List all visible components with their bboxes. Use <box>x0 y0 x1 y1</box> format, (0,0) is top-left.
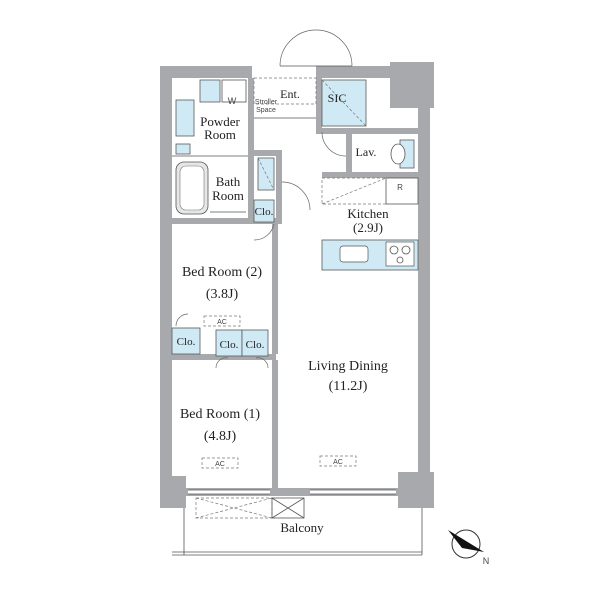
wall-lav-bottom <box>322 172 418 178</box>
compass: N <box>448 529 490 566</box>
label-closet-bedroom1-a: Clo. <box>220 339 239 351</box>
wall-bath-bedroom2 <box>172 218 276 224</box>
label-ac-bedroom1: AC <box>215 461 225 468</box>
wall-left <box>160 66 172 506</box>
wall-bedroom2-bedroom1 <box>172 354 276 360</box>
windows <box>188 489 396 495</box>
label-fridge: R <box>397 183 403 192</box>
wall-hall-cabinet <box>254 150 280 156</box>
wall-bottom <box>172 488 418 496</box>
wall-bedroom2-right <box>272 224 278 354</box>
label-bedroom2-2: (3.8J) <box>206 287 239 302</box>
label-bedroom1-2: (4.8J) <box>204 429 237 444</box>
label-closet-bedroom1-b: Clo. <box>246 339 265 351</box>
label-entrance: Ent. <box>280 87 300 101</box>
closet-bedroom1-b <box>241 329 269 357</box>
wall-sic-left <box>316 78 322 128</box>
label-stroller-1: Stroller <box>255 99 278 106</box>
powder-room <box>172 79 248 157</box>
balcony-unit <box>271 497 305 519</box>
compass-needle-icon <box>448 530 484 552</box>
kitchen-upper-cabinet <box>321 177 387 205</box>
label-kitchen-2: (2.9J) <box>353 220 383 235</box>
ac-unit-living <box>319 455 357 467</box>
wall-hall-right <box>276 150 282 224</box>
entrance-door <box>253 29 353 119</box>
bath-room <box>175 161 246 215</box>
toilet-bowl <box>390 143 406 165</box>
walls <box>160 62 434 508</box>
compass-label: N <box>483 556 490 566</box>
label-stroller-2: Space <box>256 107 276 114</box>
label-balcony: Balcony <box>280 520 324 535</box>
bedroom-closets <box>171 313 269 369</box>
kitchen-sink <box>339 245 369 263</box>
wall-core-left <box>248 78 254 224</box>
label-sic: SIC <box>328 91 347 105</box>
hall-closet <box>253 199 275 223</box>
washer-pan <box>199 79 221 103</box>
ac-unit-bedroom2 <box>203 315 241 327</box>
wall-bedroom1-right <box>272 360 278 488</box>
entry-door-swing <box>279 29 353 67</box>
wall-lav-left <box>346 134 352 176</box>
cooktop <box>385 241 415 267</box>
stroller-space-box <box>253 77 317 105</box>
wall-top-left <box>160 66 252 78</box>
wall-sic-bottom <box>316 128 418 134</box>
label-living-1: Living Dining <box>308 359 388 374</box>
balcony <box>172 497 423 556</box>
lavatory <box>321 131 415 169</box>
label-closet-bedroom2: Clo. <box>177 336 196 348</box>
label-lav: Lav. <box>356 145 377 159</box>
label-washer: W <box>228 96 237 106</box>
wall-right <box>418 100 430 500</box>
label-powder-2: Room <box>204 127 236 142</box>
kitchen <box>321 177 419 271</box>
label-ac-bedroom2: AC <box>217 319 227 326</box>
label-bath-1: Bath <box>216 174 241 189</box>
towel-shelf <box>175 143 191 155</box>
label-bedroom2-1: Bed Room (2) <box>182 265 262 280</box>
compass-ring <box>451 529 481 559</box>
label-kitchen-1: Kitchen <box>347 206 389 221</box>
label-ac-living: AC <box>333 459 343 466</box>
label-closet-hall: Clo. <box>255 206 274 218</box>
closet-bedroom2 <box>171 327 201 355</box>
powder-sink <box>175 99 195 137</box>
ac-unit-bedroom1 <box>201 457 239 469</box>
label-living-2: (11.2J) <box>329 379 368 394</box>
label-powder-1: Powder <box>200 114 240 129</box>
label-bedroom1-1: Bed Room (1) <box>180 407 260 422</box>
label-bath-2: Room <box>212 188 244 203</box>
